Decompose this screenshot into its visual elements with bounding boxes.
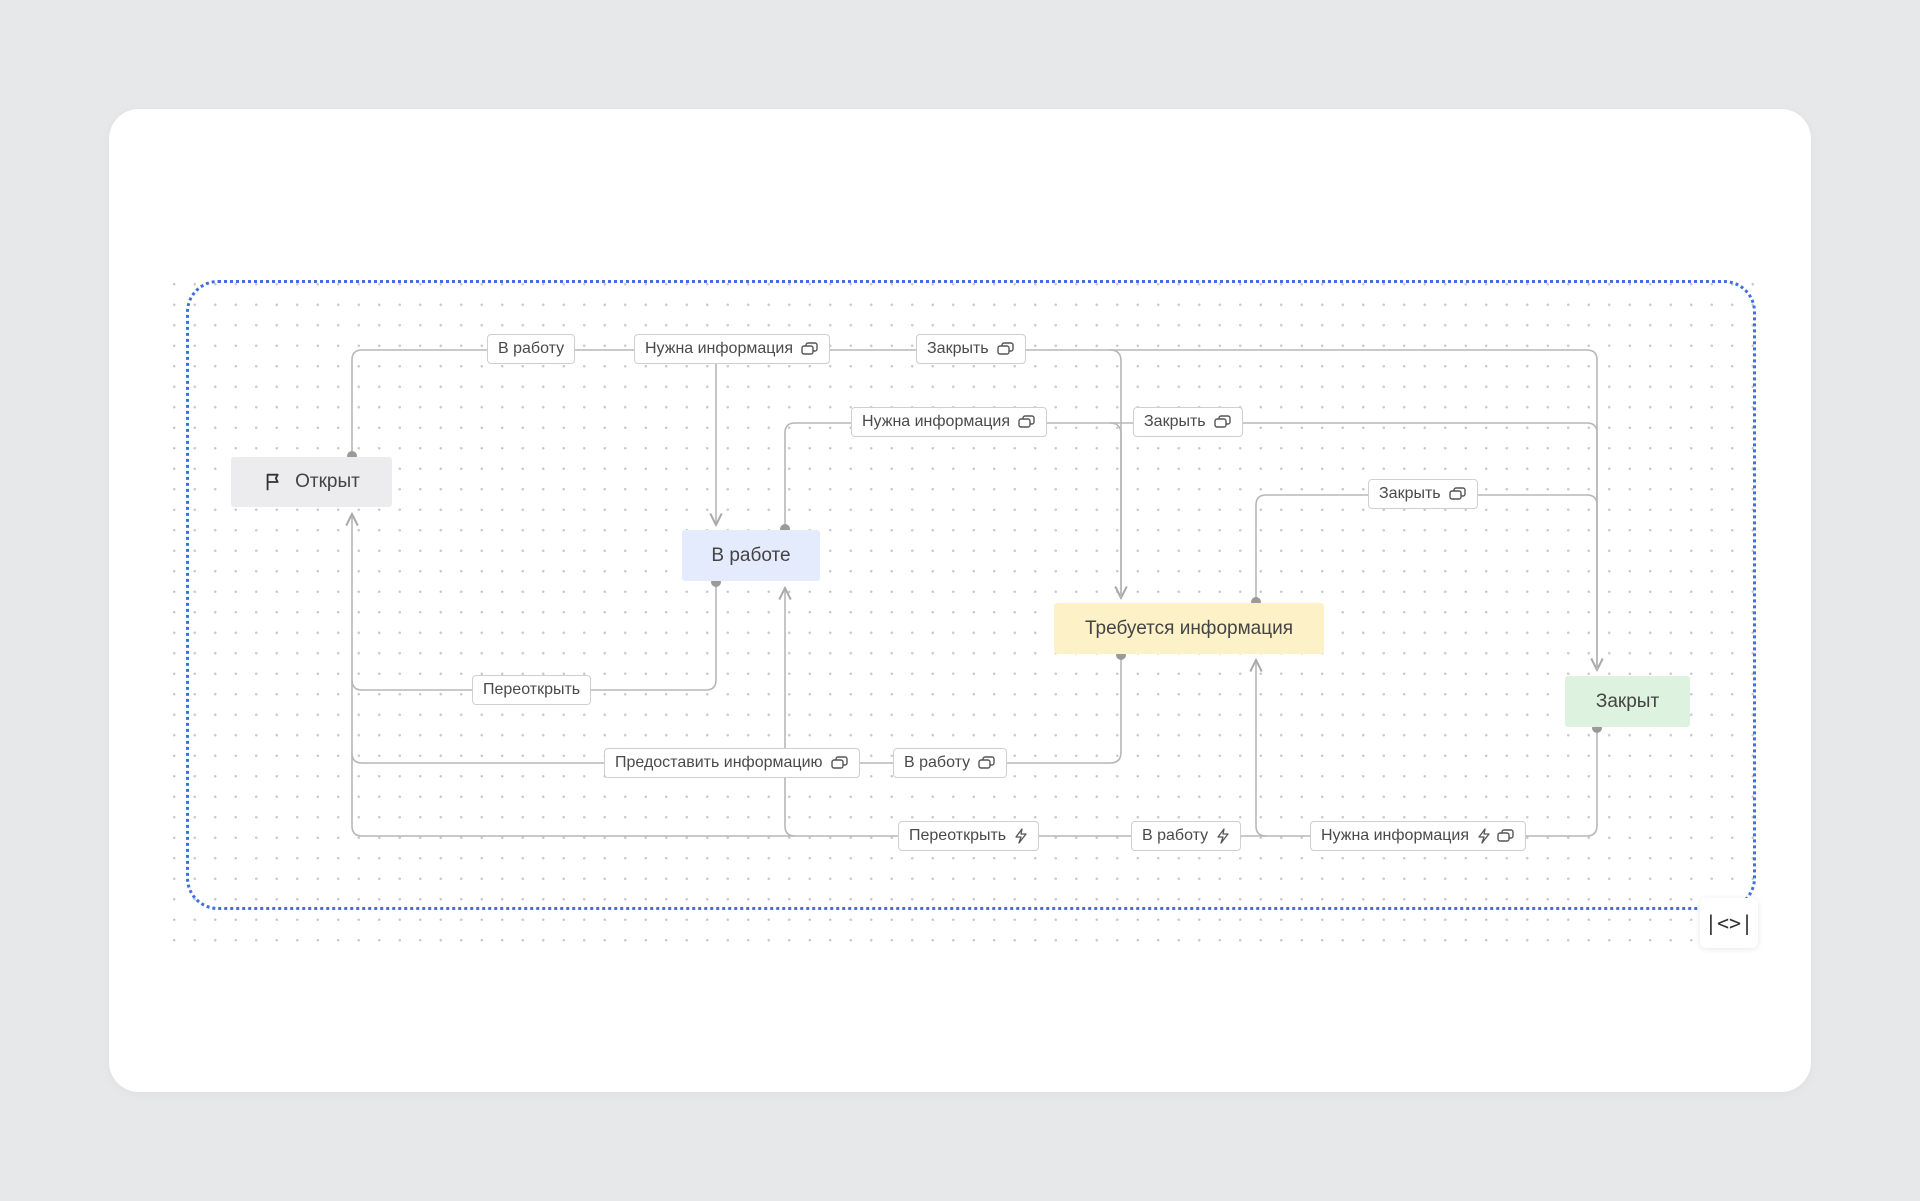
edge-need-info-to-open [351, 655, 1122, 764]
edge-in-progress-to-closed [1110, 422, 1598, 670]
toolbar-toggle-label: |<>| [1704, 911, 1754, 935]
lightning-icon [1014, 828, 1028, 844]
status-node-need-info[interactable]: Требуется информация [1054, 603, 1324, 654]
screen-icon [1497, 829, 1515, 843]
edge-open-to-in-progress [351, 349, 716, 525]
transition-label[interactable]: В работу [487, 334, 576, 364]
status-node-closed[interactable]: Закрыт [1565, 676, 1690, 727]
edge-in-progress-to-open [352, 514, 717, 691]
lightning-icon [1216, 828, 1230, 844]
edge-closed-to-others [351, 728, 1598, 837]
edge-in-progress-to-need-info [784, 422, 1122, 598]
transition-label[interactable]: Предоставить информацию [604, 748, 860, 778]
transition-label[interactable]: Переоткрыть [472, 675, 592, 705]
screen-icon [1448, 487, 1467, 501]
transition-label[interactable]: Закрыть [916, 334, 1026, 364]
transition-label[interactable]: Нужна информация [851, 407, 1048, 437]
screen-icon [996, 342, 1015, 356]
lightning-icon [1477, 828, 1491, 844]
selection-frame [186, 280, 1756, 910]
screen-icon [801, 342, 819, 356]
transition-label[interactable]: Нужна информация [1310, 821, 1527, 851]
status-label-closed: Закрыт [1595, 690, 1660, 712]
edge-closed-to-need-info [1256, 660, 1267, 837]
edge-closed-to-in-progress [784, 763, 796, 837]
status-label-need-info: Требуется информация [1085, 617, 1293, 639]
screen-icon [1213, 415, 1232, 429]
transition-label[interactable]: В работу [1131, 821, 1242, 851]
collapse-expand-icon[interactable]: |<>| [1700, 898, 1758, 948]
status-node-open[interactable]: Открыт [231, 457, 392, 507]
transition-label[interactable]: В работу [893, 748, 1008, 778]
screen-icon [830, 756, 849, 770]
flag-icon [266, 473, 279, 491]
transition-label[interactable]: Переоткрыть [898, 821, 1040, 851]
screen-icon [978, 756, 996, 770]
transition-label[interactable]: Нужна информация [634, 334, 831, 364]
status-label-open: Открыт [295, 471, 360, 492]
edge-open-to-closed [1110, 349, 1597, 670]
status-node-in-progress[interactable]: В работе [682, 530, 820, 581]
transition-label[interactable]: Закрыть [1368, 479, 1478, 509]
status-label-in-progress: В работе [711, 544, 791, 566]
screen-icon [1018, 415, 1036, 429]
transition-label[interactable]: Закрыть [1133, 407, 1243, 437]
